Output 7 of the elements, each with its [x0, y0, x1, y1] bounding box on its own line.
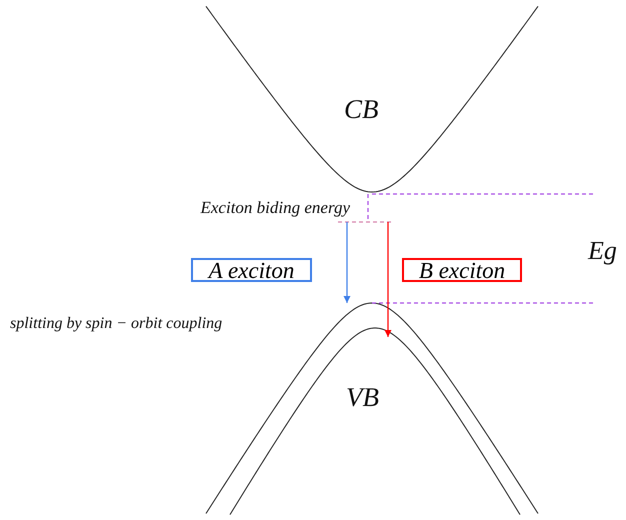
label-text: Eg [588, 238, 617, 264]
label-text: CB [344, 96, 379, 123]
label-text: Exciton biding energy [200, 199, 350, 216]
exciton-box: A exciton [191, 258, 312, 282]
exciton-box: B exciton [402, 258, 522, 282]
label-text: splitting by spin − orbit coupling [10, 316, 222, 332]
label-text: VB [346, 384, 379, 411]
